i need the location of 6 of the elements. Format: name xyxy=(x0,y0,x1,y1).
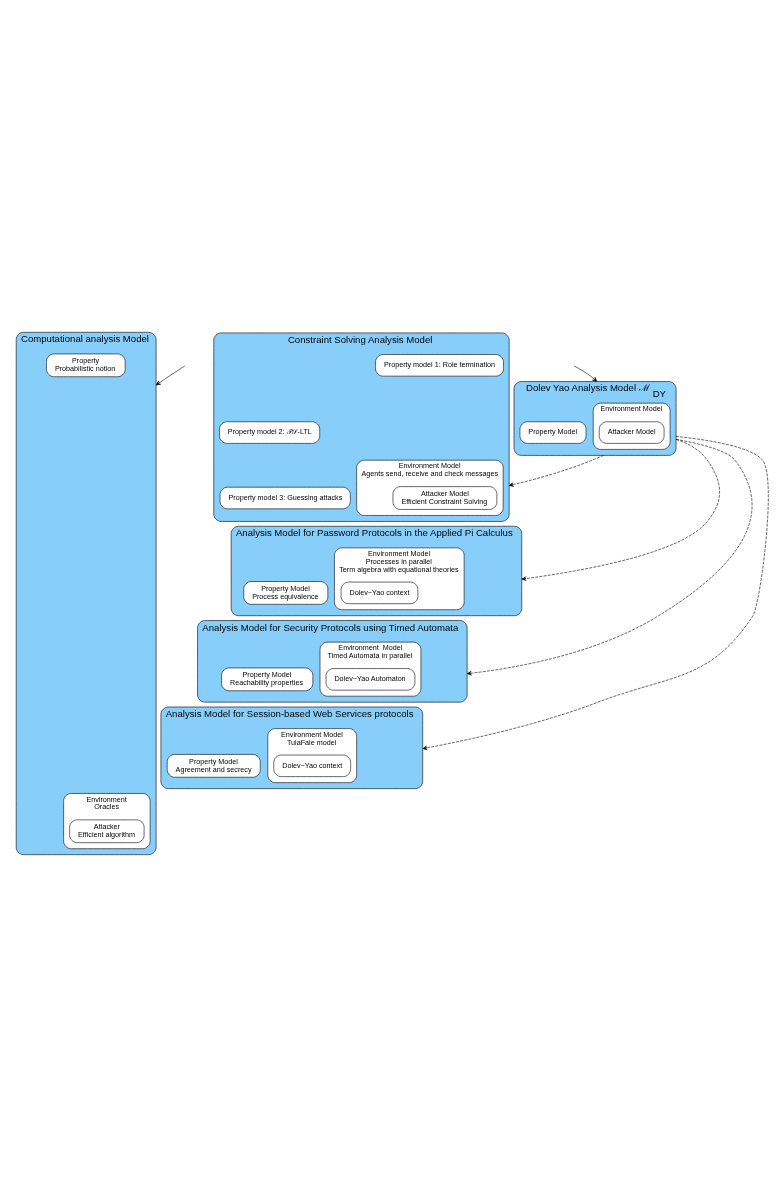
arrow xyxy=(158,365,185,383)
arrow xyxy=(466,438,752,675)
arrow xyxy=(573,365,594,379)
arrow xyxy=(421,435,769,750)
arrow xyxy=(521,438,720,581)
arrow xyxy=(508,454,604,487)
